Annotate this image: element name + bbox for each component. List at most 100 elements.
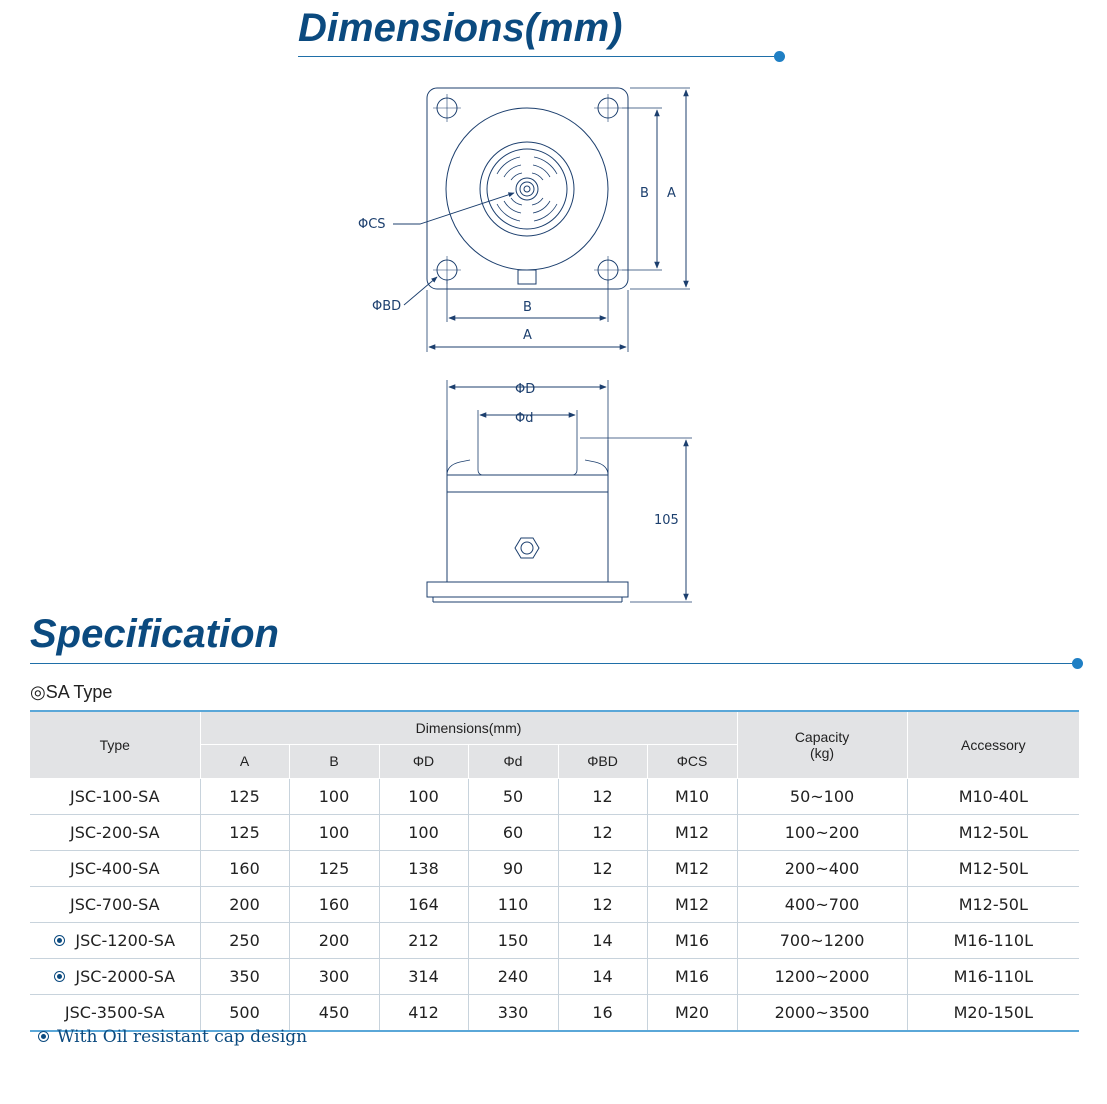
cell-type: JSC-3500-SA	[30, 994, 201, 1032]
header-d-inner: Φd	[468, 744, 559, 779]
table-row: JSC-700-SA 200 160 164 110 12 M12 400~70…	[30, 886, 1080, 923]
oil-cap-marker-icon	[54, 934, 66, 946]
cell-accessory: M12-50L	[907, 886, 1080, 923]
cell-accessory: M12-50L	[907, 814, 1080, 851]
side-view-cap	[446, 440, 609, 475]
cell-a: 125	[200, 814, 290, 851]
cell-type: JSC-2000-SA	[30, 958, 201, 995]
cell-bd: 12	[558, 886, 648, 923]
top-view-plate	[426, 87, 629, 290]
cell-cs: M10	[647, 778, 738, 815]
cell-capacity: 200~400	[737, 850, 908, 887]
header-a: A	[200, 744, 290, 779]
label-d-outer: ΦD	[515, 382, 535, 397]
cell-a: 350	[200, 958, 290, 995]
cell-d-inner: 110	[468, 886, 559, 923]
cell-cs: M12	[647, 886, 738, 923]
technical-drawing: B A B A ΦCS ΦBD ΦD Φd 105	[358, 87, 692, 603]
cell-b: 100	[289, 778, 380, 815]
cell-bd: 14	[558, 922, 648, 959]
cell-a: 125	[200, 778, 290, 815]
label-bd: ΦBD	[372, 299, 401, 314]
header-b: B	[289, 744, 380, 779]
cell-d-inner: 60	[468, 814, 559, 851]
cell-d-inner: 150	[468, 922, 559, 959]
table-row: JSC-2000-SA 350 300 314 240 14 M16 1200~…	[30, 958, 1080, 995]
cell-bd: 16	[558, 994, 648, 1032]
cell-b: 160	[289, 886, 380, 923]
sa-type-subtitle: ◎SA Type	[30, 682, 113, 702]
corner-holes	[433, 94, 622, 284]
cell-d-outer: 164	[379, 886, 469, 923]
header-type: Type	[30, 710, 201, 779]
cell-a: 250	[200, 922, 290, 959]
top-view-fitting	[517, 269, 537, 285]
table-row: JSC-200-SA 125 100 100 60 12 M12 100~200…	[30, 814, 1080, 851]
top-view-body-circle	[445, 107, 609, 271]
label-a-horizontal: A	[523, 328, 532, 343]
oil-cap-marker-icon	[54, 970, 66, 982]
grille-arcs	[496, 156, 558, 222]
cell-capacity: 100~200	[737, 814, 908, 851]
label-d-inner: Φd	[515, 411, 533, 426]
label-b-horizontal: B	[523, 300, 532, 315]
specification-title-rule	[30, 663, 1076, 664]
cell-b: 100	[289, 814, 380, 851]
label-a-vertical: A	[667, 186, 676, 201]
dimensions-title: Dimensions(mm)	[298, 6, 623, 50]
cell-a: 160	[200, 850, 290, 887]
cell-b: 450	[289, 994, 380, 1032]
cell-b: 300	[289, 958, 380, 995]
cell-d-outer: 100	[379, 814, 469, 851]
cell-d-outer: 314	[379, 958, 469, 995]
cell-cs: M20	[647, 994, 738, 1032]
footnote-text: With Oil resistant cap design	[57, 1027, 308, 1047]
cs-leader	[393, 192, 515, 225]
header-dimensions: Dimensions(mm)	[200, 710, 738, 745]
label-height: 105	[654, 513, 679, 528]
dimensions-title-dot	[774, 51, 785, 62]
cell-d-outer: 412	[379, 994, 469, 1032]
cell-cs: M16	[647, 922, 738, 959]
cell-b: 200	[289, 922, 380, 959]
oil-cap-marker-icon	[38, 1031, 49, 1042]
cell-type-text: JSC-2000-SA	[75, 966, 176, 986]
cell-capacity: 1200~2000	[737, 958, 908, 995]
header-capacity-line2: (kg)	[809, 744, 835, 761]
dimensions-title-rule	[298, 56, 778, 57]
cell-d-inner: 50	[468, 778, 559, 815]
cell-capacity: 700~1200	[737, 922, 908, 959]
header-cs: ΦCS	[647, 744, 738, 779]
specification-table: Type Dimensions(mm) Capacity (kg) Access…	[30, 710, 1080, 1032]
label-cs: ΦCS	[358, 217, 386, 232]
cell-a: 500	[200, 994, 290, 1032]
header-accessory: Accessory	[907, 710, 1080, 779]
cell-accessory: M10-40L	[907, 778, 1080, 815]
cell-type-text: JSC-1200-SA	[75, 930, 176, 950]
side-view-fitting	[514, 537, 540, 559]
cell-d-outer: 212	[379, 922, 469, 959]
cell-a: 200	[200, 886, 290, 923]
table-row: JSC-400-SA 160 125 138 90 12 M12 200~400…	[30, 850, 1080, 887]
cell-type: JSC-700-SA	[30, 886, 201, 923]
footnote: With Oil resistant cap design	[38, 1027, 307, 1047]
cell-cs: M12	[647, 850, 738, 887]
cell-accessory: M16-110L	[907, 922, 1080, 959]
table-row: JSC-1200-SA 250 200 212 150 14 M16 700~1…	[30, 922, 1080, 959]
cell-accessory: M12-50L	[907, 850, 1080, 887]
cell-d-inner: 240	[468, 958, 559, 995]
cell-type: JSC-1200-SA	[30, 922, 201, 959]
cell-d-outer: 100	[379, 778, 469, 815]
side-view-base	[426, 581, 629, 598]
header-bd: ΦBD	[558, 744, 648, 779]
cell-type: JSC-100-SA	[30, 778, 201, 815]
header-d-outer: ΦD	[379, 744, 469, 779]
cell-type: JSC-400-SA	[30, 850, 201, 887]
label-b-vertical: B	[640, 186, 649, 201]
specification-title-dot	[1072, 658, 1083, 669]
cell-d-inner: 90	[468, 850, 559, 887]
cell-bd: 12	[558, 814, 648, 851]
cell-type: JSC-200-SA	[30, 814, 201, 851]
cell-bd: 12	[558, 850, 648, 887]
bd-leader	[403, 276, 438, 306]
